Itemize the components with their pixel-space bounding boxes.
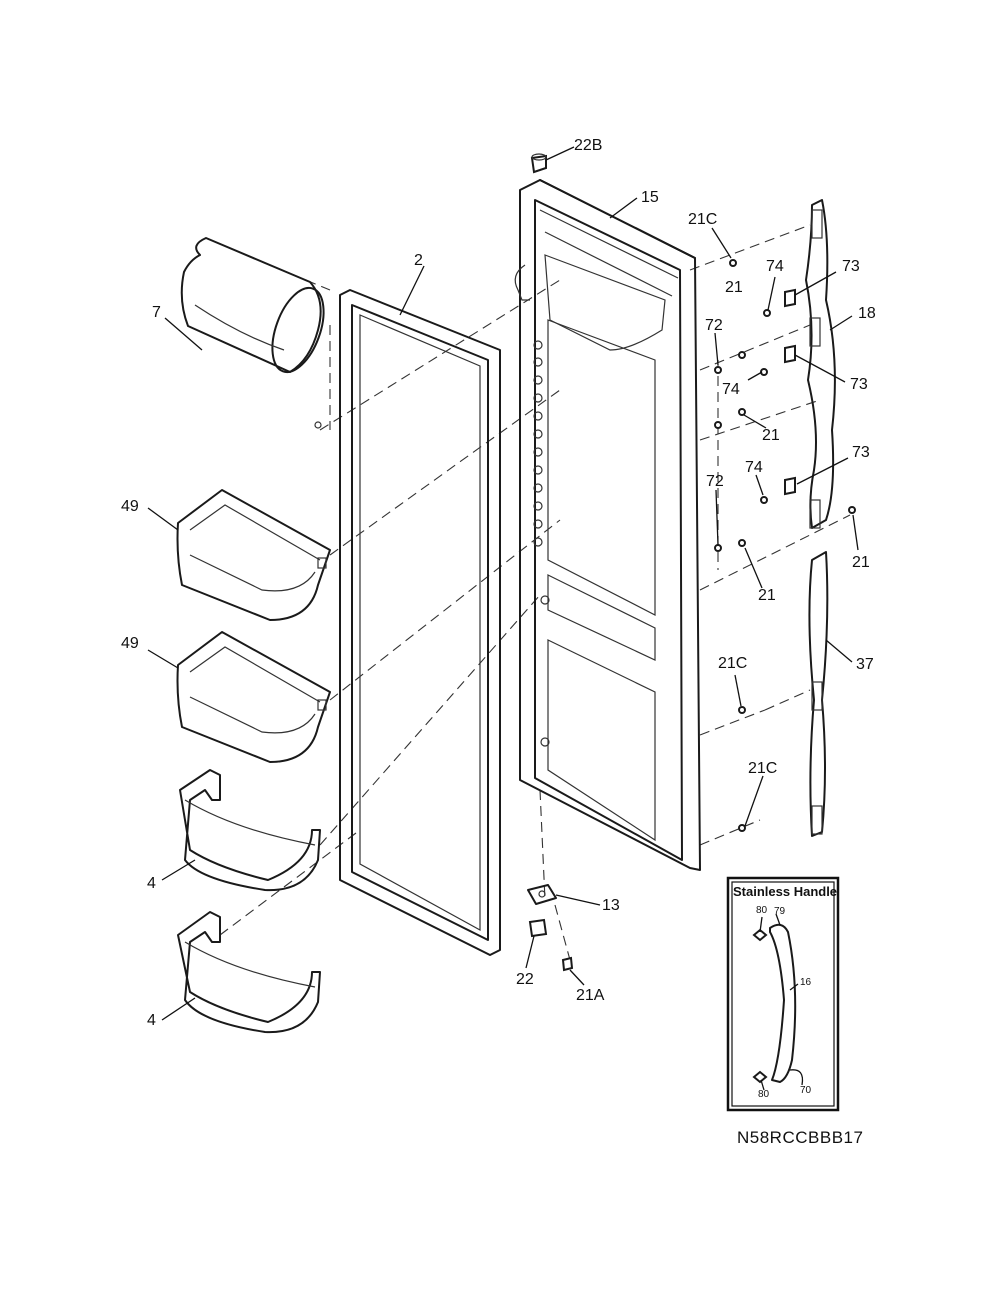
callout-21-c: 21 bbox=[852, 554, 870, 571]
callout-21-d: 21 bbox=[758, 587, 776, 604]
part-37-handle-lower bbox=[808, 551, 829, 837]
screws bbox=[714, 259, 856, 832]
callout-74-a: 74 bbox=[766, 258, 784, 275]
callout-13: 13 bbox=[602, 897, 620, 914]
door-shelf-rail-hooks bbox=[533, 340, 550, 747]
callout-2: 2 bbox=[414, 252, 423, 269]
callout-72-b: 72 bbox=[706, 473, 724, 490]
part-18-handle-upper bbox=[805, 199, 836, 529]
part-4-shelf-bin-lower bbox=[177, 911, 321, 1034]
callout-21c-mid: 21C bbox=[718, 655, 748, 672]
inset-callout-80-bottom: 80 bbox=[758, 1089, 770, 1100]
callout-74-b: 74 bbox=[722, 381, 740, 398]
part-21a-screw bbox=[561, 956, 574, 972]
callout-21-a: 21 bbox=[725, 279, 743, 296]
part-49-door-bin-lower bbox=[176, 631, 331, 763]
callout-21a: 21A bbox=[576, 987, 605, 1004]
callout-74-c: 74 bbox=[745, 459, 763, 476]
callout-73-a: 73 bbox=[842, 258, 860, 275]
callout-4-a: 4 bbox=[147, 875, 156, 892]
part-13-bottom-hinge bbox=[527, 884, 557, 905]
callout-72-a: 72 bbox=[705, 317, 723, 334]
callout-49-a: 49 bbox=[121, 498, 139, 515]
inset-callout-70: 70 bbox=[800, 1085, 812, 1096]
inset-callout-16: 16 bbox=[800, 977, 812, 988]
callout-7: 7 bbox=[152, 304, 161, 321]
callout-73-b: 73 bbox=[850, 376, 868, 393]
callout-4-b: 4 bbox=[147, 1012, 156, 1029]
part-2-door-gasket bbox=[339, 289, 501, 956]
callout-22: 22 bbox=[516, 971, 534, 988]
part-22b-hinge-cap bbox=[530, 153, 547, 174]
part-73-handle-clips bbox=[784, 288, 796, 496]
callout-37: 37 bbox=[856, 656, 874, 673]
model-number: N58RCCBBB17 bbox=[737, 1128, 864, 1147]
part-49-door-bin-upper bbox=[176, 489, 331, 621]
leader-lines bbox=[147, 146, 859, 1021]
callout-22b: 22B bbox=[574, 137, 603, 154]
callout-21c-top: 21C bbox=[688, 211, 718, 228]
part-22-hinge-bushing bbox=[528, 918, 548, 938]
part-15-door-assembly bbox=[514, 179, 701, 871]
part-16-stainless-handle bbox=[769, 923, 797, 1083]
stainless-handle-inset bbox=[726, 876, 840, 1112]
part-7-cylinder-bin bbox=[180, 237, 325, 429]
callout-21-b: 21 bbox=[762, 427, 780, 444]
part-4-shelf-bin-upper bbox=[179, 769, 321, 892]
inset-callout-80-top: 80 bbox=[756, 905, 768, 916]
inset-callout-79: 79 bbox=[774, 906, 786, 917]
inset-title: Stainless Handle bbox=[733, 884, 838, 899]
callout-15: 15 bbox=[641, 189, 659, 206]
callout-49-b: 49 bbox=[121, 635, 139, 652]
callout-73-c: 73 bbox=[852, 444, 870, 461]
callout-18: 18 bbox=[858, 305, 876, 322]
callout-21c-low: 21C bbox=[748, 760, 778, 777]
